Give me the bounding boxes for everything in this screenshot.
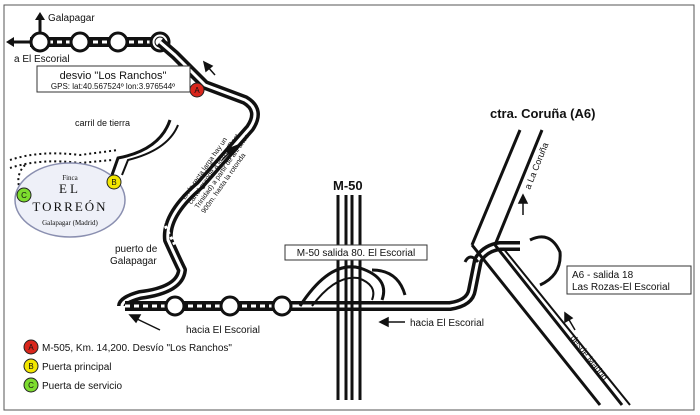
legend-item: A M-505, Km. 14,200. Desvío "Los Ranchos… xyxy=(23,339,232,355)
label-puerto-line1: puerto de xyxy=(115,244,158,255)
label-hacia-escorial-mid: hacia El Escorial xyxy=(410,318,484,329)
m50-exit-box: M-50 salida 80. El Escorial xyxy=(284,244,428,261)
label-galapagar-top: Galapagar xyxy=(48,13,95,24)
marker-b-icon xyxy=(106,174,122,190)
a6-exit-box: A6 - salida 18 Las Rozas-El Escorial xyxy=(566,265,692,295)
bottom-road xyxy=(125,241,520,317)
gps-coordinates: GPS: lat:40.567524º lon:3.976544º xyxy=(51,82,175,91)
desvio-box: desvio "Los Ranchos" GPS: lat:40.567524º… xyxy=(36,65,191,93)
legend-text: M-505, Km. 14,200. Desvío "Los Ranchos" xyxy=(42,343,232,354)
marker-c-icon xyxy=(16,187,32,203)
a6-exit-line1: A6 - salida 18 xyxy=(572,270,634,281)
finca-top: Finca xyxy=(62,174,78,182)
finca-estate xyxy=(14,162,126,238)
label-ctra-coruna: ctra. Coruña (A6) xyxy=(490,106,595,121)
label-carril: carril de tierra xyxy=(75,118,130,128)
legend-letter: A xyxy=(28,343,34,352)
desvio-title: desvio "Los Ranchos" xyxy=(60,70,167,82)
legend-letter: C xyxy=(28,381,34,390)
m50-highway xyxy=(298,195,407,400)
legend-text: Puerta principal xyxy=(42,362,111,373)
finca-bottom: Galapagar (Madrid) xyxy=(42,219,98,227)
a6-exit-line2: Las Rozas-El Escorial xyxy=(572,282,670,293)
finca-name-line1: EL xyxy=(59,181,81,196)
legend: A M-505, Km. 14,200. Desvío "Los Ranchos… xyxy=(23,339,232,393)
label-puerto-line2: Galapagar xyxy=(110,256,157,267)
finca-name-line2: TORREÓN xyxy=(32,199,107,214)
legend-item: C Puerta de servicio xyxy=(23,377,122,393)
label-hacia-escorial-left: hacia El Escorial xyxy=(186,325,260,336)
marker-c-letter: C xyxy=(21,191,27,200)
marker-b-letter: B xyxy=(111,178,116,187)
legend-c-icon xyxy=(23,377,39,393)
legend-item: B Puerta principal xyxy=(23,358,111,374)
legend-text: Puerta de servicio xyxy=(42,381,122,392)
marker-a-letter: A xyxy=(194,86,200,95)
legend-letter: B xyxy=(28,362,33,371)
label-el-escorial-top: a El Escorial xyxy=(14,54,70,65)
top-road xyxy=(6,12,165,47)
m50-exit-label: M-50 salida 80. El Escorial xyxy=(297,248,415,259)
direction-arrows xyxy=(128,60,576,331)
label-m50: M-50 xyxy=(333,178,363,193)
legend-b-icon xyxy=(23,358,39,374)
a6-highway xyxy=(463,129,631,406)
legend-a-icon xyxy=(23,339,39,355)
